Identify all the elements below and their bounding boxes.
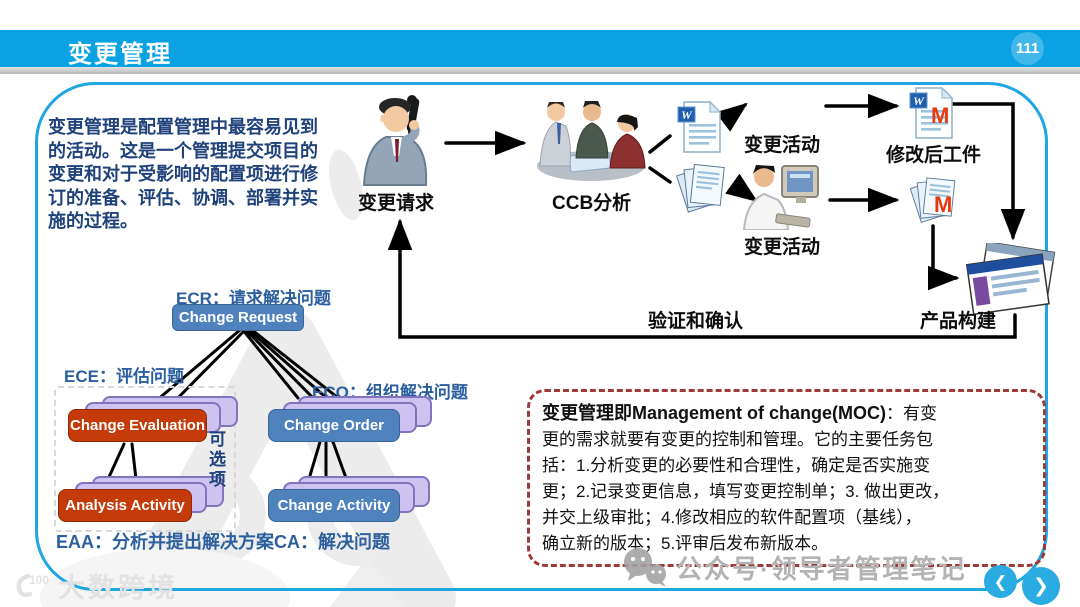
person-phone-image <box>362 95 428 186</box>
moc-lead-text: 变更管理即Management of change(MOC) <box>542 403 887 423</box>
label-product-build: 产品构建 <box>920 311 997 332</box>
site-logo-text: 大数跨境 <box>58 573 178 603</box>
change-activity-stack: Change Activity <box>268 476 432 522</box>
next-slide-button[interactable]: ❯ <box>1022 567 1060 605</box>
modified-document-stack-icon <box>909 177 956 224</box>
label-eaa-ca: EAA：分析并提出解决方案CA：解决问题 <box>56 532 391 552</box>
document-stack-icon <box>675 163 725 213</box>
change-evaluation-box: Change Evaluation <box>68 409 207 442</box>
header-divider <box>0 67 1080 74</box>
label-ecr: ECR：请求解决问题 <box>176 289 331 308</box>
label-optional: 可选项 <box>206 430 225 490</box>
moc-body-text: ：有变 更的需求就要有变更的控制和管理。它的主要任务包 括：1.分析变更的必要性… <box>542 404 950 553</box>
modified-word-document-icon: W <box>909 86 954 139</box>
worker-computer-image <box>742 165 819 230</box>
optional-dashed-box <box>54 386 236 532</box>
label-activity-top: 变更活动 <box>744 135 821 156</box>
modified-mark-bottom: M <box>934 192 953 217</box>
analysis-activity-box: Analysis Activity <box>58 489 192 522</box>
change-request-box: Change Request <box>172 304 304 331</box>
svg-text:W: W <box>913 94 925 108</box>
change-order-box: Change Order <box>268 409 400 442</box>
change-activity-box: Change Activity <box>268 489 400 522</box>
moc-definition-box: 变更管理即Management of change(MOC)：有变 更的需求就要… <box>527 389 1046 567</box>
modified-mark-top: M <box>931 103 950 128</box>
logo-100-icon: 100 <box>16 573 49 597</box>
svg-text:W: W <box>681 108 693 122</box>
change-order-stack: Change Order <box>268 396 432 442</box>
analysis-activity-stack: Analysis Activity <box>58 476 226 522</box>
label-verify-confirm: 验证和确认 <box>648 311 744 332</box>
page-number-badge: 111 <box>1011 32 1044 65</box>
page-title: 变更管理 <box>68 41 172 68</box>
intro-paragraph: 变更管理是配置管理中最容易见到 的活动。这是一个管理提交项目的 变更和对于受影响… <box>48 117 318 231</box>
wechat-watermark: 公众号·领导者管理笔记 <box>622 547 967 587</box>
content-frame <box>35 82 1048 591</box>
wechat-icon <box>624 548 666 587</box>
word-document-icon: W <box>677 100 722 153</box>
label-change-request: 变更请求 <box>358 193 435 214</box>
label-ccb-analysis: CCB分析 <box>552 193 632 214</box>
svg-text:100: 100 <box>29 573 49 587</box>
prev-slide-button[interactable]: ❮ <box>984 565 1017 598</box>
site-logo: 100 大数跨境 <box>12 566 178 605</box>
header-bar: 变更管理 <box>0 30 1080 68</box>
ccb-meeting-image <box>537 101 646 181</box>
wechat-watermark-text: 公众号·领导者管理笔记 <box>676 553 967 584</box>
label-ece: ECE：评估问题 <box>64 367 184 386</box>
label-activity-bottom: 变更活动 <box>744 237 821 258</box>
label-modified-artifact: 修改后工件 <box>886 145 982 166</box>
